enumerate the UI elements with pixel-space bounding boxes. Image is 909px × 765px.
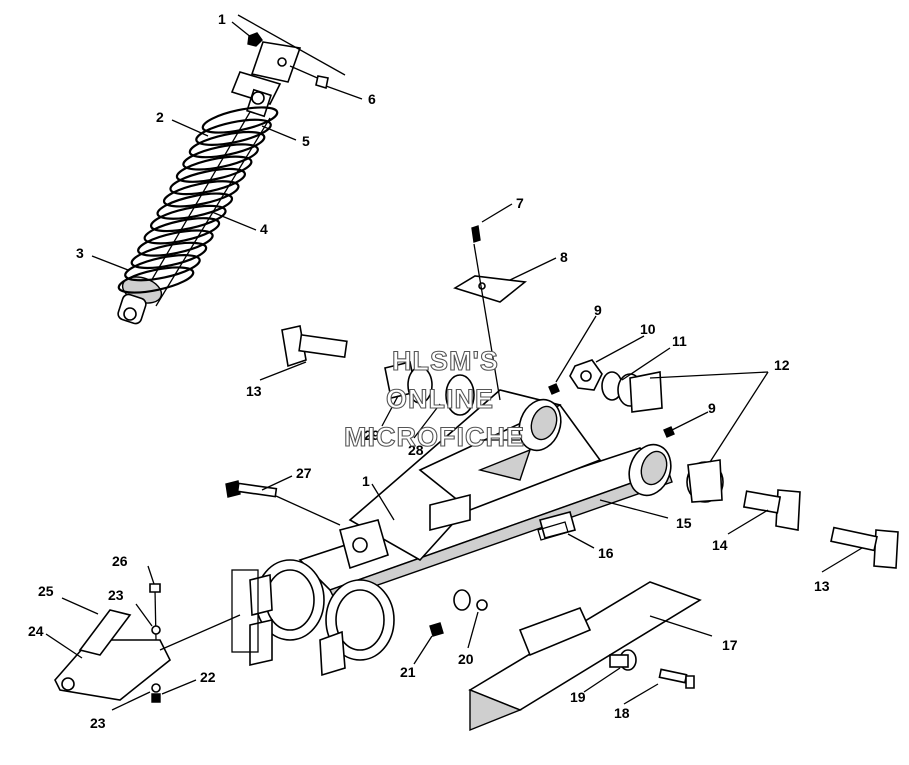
callout-16: 16: [598, 545, 614, 561]
spring-coil: [137, 229, 214, 257]
callout-22: 22: [200, 669, 216, 685]
callout-25: 25: [38, 583, 54, 599]
callout-9-top: 9: [594, 302, 602, 318]
callout-7: 7: [516, 195, 524, 211]
callout-28: 28: [408, 442, 424, 458]
grease-fittings: [471, 225, 675, 438]
callout-23-bottom: 23: [90, 715, 106, 731]
watermark-line-2: ONLINE: [386, 384, 494, 414]
callout-5: 5: [302, 133, 310, 149]
callout-14: 14: [712, 537, 728, 553]
callout-2: 2: [156, 109, 164, 125]
pivot-bolt-left: [281, 325, 348, 368]
spring-coil: [124, 254, 201, 282]
callout-26: 26: [112, 553, 128, 569]
top-plate: [453, 275, 527, 303]
callout-27: 27: [296, 465, 312, 481]
chain-slider: [468, 581, 702, 732]
callout-8: 8: [560, 249, 568, 265]
pivot-nut: [569, 359, 603, 391]
callout-19: 19: [570, 689, 586, 705]
spring-coil: [201, 106, 279, 134]
mount-nut: [247, 32, 263, 47]
watermark: HLSM'S ONLINE MICROFICHE: [343, 345, 525, 452]
axle-housing-clamps: [231, 559, 395, 677]
pivot-bushing-left: [384, 361, 475, 416]
callout-18: 18: [614, 705, 630, 721]
upper-mount-bracket: [237, 14, 346, 83]
spring-coil: [156, 192, 234, 220]
decal: [537, 521, 569, 541]
small-washer: [453, 589, 488, 611]
small-nut: [429, 622, 444, 637]
callout-10: 10: [640, 321, 656, 337]
spring-coil: [169, 167, 247, 196]
spring-coil: [117, 266, 195, 294]
callout-11: 11: [672, 333, 687, 349]
spring-coil: [195, 118, 272, 146]
callout-21: 21: [400, 664, 416, 680]
callout-17: 17: [722, 637, 738, 653]
pivot-bushing-right: [629, 371, 724, 503]
brake-bracket: [54, 609, 241, 701]
callout-13-left: 13: [246, 383, 262, 399]
spring-coil: [143, 217, 221, 245]
spring-coil: [149, 204, 227, 233]
callout-6: 6: [368, 91, 376, 107]
callout-24: 24: [28, 623, 44, 639]
pivot-bolt-right: [742, 489, 801, 531]
spring-coil: [182, 143, 259, 171]
callout-15: 15: [676, 515, 692, 531]
callout-9-right: 9: [708, 400, 716, 416]
leader-lines: [45, 21, 863, 711]
slider-spacer: [609, 649, 637, 671]
pivot-bolt-far-right: [830, 526, 899, 569]
watermark-line-1: HLSM'S: [392, 346, 499, 376]
coil-spring: [117, 106, 279, 294]
spring-coil: [188, 130, 266, 159]
callout-20: 20: [458, 651, 474, 667]
spring-coil: [130, 241, 208, 270]
callout-labels: 1 1 2 3 4 5 6 7 8 9 9 10 11 12 13 13 14 …: [28, 11, 830, 731]
watermark-line-3: MICROFICHE: [344, 422, 525, 452]
callout-12: 12: [774, 357, 790, 373]
callout-29: 29: [364, 427, 380, 443]
spring-coil: [175, 155, 253, 183]
shock-lower-bracket: [339, 519, 389, 570]
callout-13-right: 13: [814, 578, 830, 594]
callout-1-top: 1: [218, 11, 226, 27]
callout-23-top: 23: [108, 587, 124, 603]
callout-3: 3: [76, 245, 84, 261]
long-bolt: [225, 480, 341, 526]
swing-arm-main-beam: [298, 389, 673, 601]
callout-4: 4: [260, 221, 268, 237]
slider-bolt: [658, 668, 695, 689]
mount-bolt: [289, 65, 329, 90]
spring-coil: [162, 180, 240, 208]
pivot-tube-bushing: [518, 398, 672, 497]
brake-washers-nut: [151, 625, 161, 703]
callout-1-arm: 1: [362, 473, 370, 489]
